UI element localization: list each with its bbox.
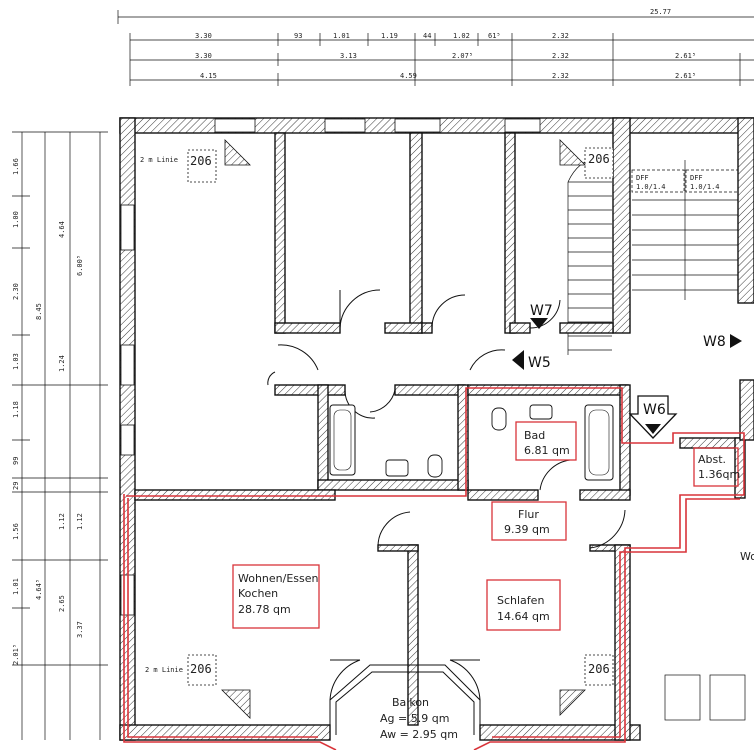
dim-l1-2: 2.30 [12, 283, 20, 300]
apartment-outline [123, 387, 745, 750]
dim-l1-4: 1.18 [12, 401, 20, 418]
dim-l1-5: 99 [12, 457, 20, 465]
dim-l1-3: 1.03 [12, 353, 20, 370]
dim-r2-2: 2.07⁵ [452, 52, 473, 60]
room-balkon-ag: Ag = 5.9 qm [380, 712, 449, 725]
stair-dff2: DFF [690, 174, 703, 182]
dim-r2-1: 3.13 [340, 52, 357, 60]
dim-l2-2: 1.12 [58, 513, 66, 530]
stairwell: DFF 1.0/1.4 DFF 1.0/1.4 [567, 117, 754, 355]
chimneys: 206 2 m Linie 206 206 2 m Linie 206 [140, 139, 614, 719]
dim-l2-1: 1.24 [58, 355, 66, 372]
note-top-left: 2 m Linie [140, 156, 178, 164]
toilet-2 [491, 407, 507, 431]
room-wohnen-name2: Kochen [238, 587, 278, 600]
room-bad-area: 6.81 qm [524, 444, 570, 457]
dim-r1-5: 1.02 [453, 32, 470, 40]
marker-w8: W8 [703, 334, 726, 350]
toilet-1 [427, 454, 443, 478]
bathtub-1 [329, 404, 356, 476]
dim-l2-3: 4.64⁵ [35, 579, 43, 600]
stair-dff1: DFF [636, 174, 649, 182]
sink-1 [385, 459, 409, 477]
interior-walls [134, 132, 754, 741]
room-balkon-name: Balkon [392, 696, 429, 709]
stair-dff2-val: 1.0/1.4 [690, 183, 720, 191]
room-abst-area: 1.36qm [698, 468, 740, 481]
w6-arrow-icon [628, 395, 678, 439]
door-swings [267, 289, 626, 549]
dim-l3-1: 6.00⁵ [76, 255, 84, 276]
room-wohnen-name1: Wohnen/Essen [238, 572, 319, 585]
note-bottom-left: 2 m Linie [145, 666, 183, 674]
dim-total: 25.77 [650, 8, 671, 16]
dim-l1-7: 1.56 [12, 523, 20, 540]
sink-2 [529, 404, 553, 420]
dim-r1-3: 1.19 [381, 32, 398, 40]
balcony-bay [329, 659, 481, 740]
room-schlafen-name: Schlafen [497, 594, 544, 607]
dim-l1-6: 29 [12, 482, 20, 490]
dim-l3-3: 3.37 [76, 621, 84, 638]
room-schlafen-area: 14.64 qm [497, 610, 550, 623]
dim-l1-8: 1.01 [12, 578, 20, 595]
w8-arrow-icon [730, 334, 742, 348]
dim-r3-3: 2.61⁵ [675, 72, 696, 80]
room-wohnen-area: 28.78 qm [238, 603, 291, 616]
top-dimensions: 25.77 3.30 93 1.01 1.19 44 1.02 61⁵ 2.32… [117, 8, 754, 86]
marker-w7: W7 [530, 303, 553, 319]
dim-r2-3: 2.32 [552, 52, 569, 60]
dim-r3-0: 4.15 [200, 72, 217, 80]
dim-r2-4: 2.61⁵ [675, 52, 696, 60]
dim-l3-2: 1.12 [76, 513, 84, 530]
dim-r1-4: 44 [423, 32, 431, 40]
fixtures [329, 404, 746, 721]
w5-arrow-icon [512, 350, 524, 370]
left-dimensions: 1.66 1.00 2.30 1.03 1.18 99 29 1.56 1.01… [12, 131, 108, 740]
dim-r1-1: 93 [294, 32, 302, 40]
marker-w6: W6 [643, 402, 666, 418]
dim-r1-2: 1.01 [333, 32, 350, 40]
room-flur-name: Flur [518, 508, 539, 521]
chimney-br: 206 [588, 662, 610, 676]
dim-r3-2: 2.32 [552, 72, 569, 80]
dim-l1-1: 1.00 [12, 211, 20, 228]
dim-r3-1: 4.59 [400, 72, 417, 80]
room-balkon-aw: Aw = 2.95 qm [380, 728, 458, 741]
room-right-cut: Wo [740, 550, 754, 563]
chimney-tl: 206 [190, 154, 212, 168]
dim-r1-7: 2.32 [552, 32, 569, 40]
bathtub-2 [584, 404, 614, 481]
chimney-tr: 206 [588, 152, 610, 166]
marker-w5: W5 [528, 355, 551, 371]
chimney-bl: 206 [190, 662, 212, 676]
window-markers: W7 W5 W8 W6 [512, 303, 742, 439]
room-abst-name: Abst. [698, 453, 726, 466]
stair-dff1-val: 1.0/1.4 [636, 183, 666, 191]
room-labels: Bad 6.81 qm Abst. 1.36qm Flur 9.39 qm Wo… [232, 421, 754, 741]
dim-l2-4: 2.65 [58, 595, 66, 612]
dim-l3-0: 4.64 [58, 221, 66, 238]
dim-r1-6: 61⁵ [488, 32, 501, 40]
dim-r1-0: 3.30 [195, 32, 212, 40]
w7-arrow-icon [530, 318, 548, 329]
dim-r2-0: 3.30 [195, 52, 212, 60]
room-flur-area: 9.39 qm [504, 523, 550, 536]
room-bad-name: Bad [524, 429, 545, 442]
dim-l1-9: 2.01⁵ [12, 644, 20, 665]
dim-l2-0: 8.45 [35, 303, 43, 320]
dim-l1-0: 1.66 [12, 158, 20, 175]
